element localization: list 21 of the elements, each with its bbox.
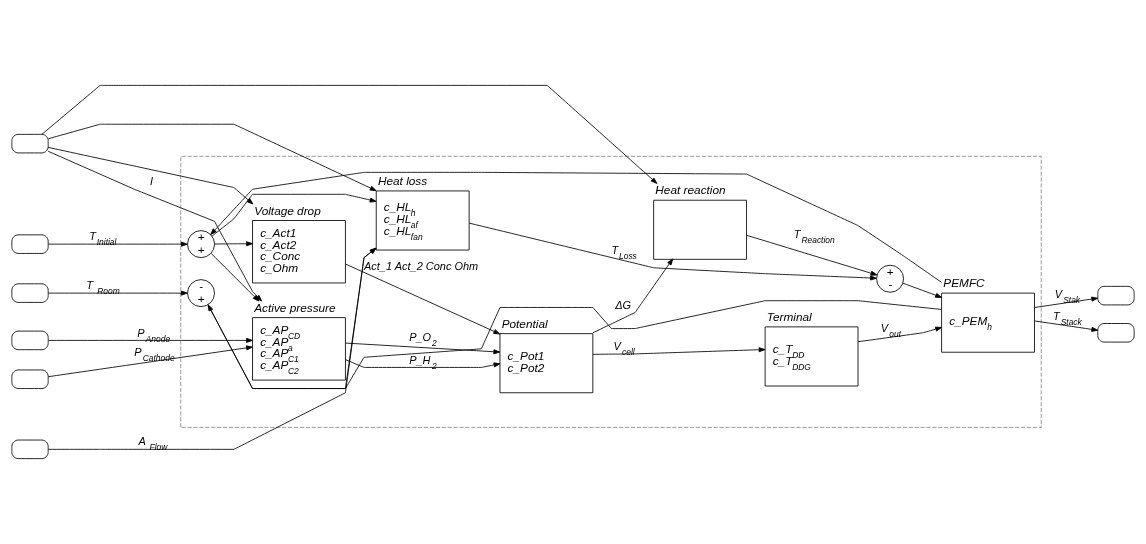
edge-label: V$_{cell}$	[613, 340, 635, 358]
edge-label: P_O$_{2}$	[409, 330, 437, 348]
node-label: Voltage drop	[254, 203, 321, 218]
edge-label: P_H$_{2}$	[409, 353, 437, 371]
edge-label: Act_1 Act_2 Conc Ohm	[364, 259, 479, 272]
edge-label: T$_{Stack}$	[1053, 310, 1082, 328]
node-label: PEMFC	[943, 276, 985, 291]
edge-label: V$_{Stak}$	[1054, 287, 1081, 305]
node-label: Heat loss	[377, 174, 428, 189]
edge-label: T$_{Loss}$	[611, 243, 637, 261]
node-label: Active pressure	[254, 300, 336, 315]
node-label: Potential	[501, 316, 548, 331]
edge-label: P$_{Cathode}$	[134, 345, 175, 363]
node-label: Heat reaction	[655, 183, 726, 198]
edge-label: T $_{Room}$	[86, 279, 120, 297]
node-label: Terminal	[766, 310, 812, 325]
edge-label: I	[149, 175, 153, 188]
edge-label: ΔG	[615, 298, 632, 311]
edge-label: T$_{Initial}$	[89, 230, 117, 248]
edge-label: T$_{Reaction}$	[793, 227, 835, 245]
edge-label: V$_{out}$	[880, 322, 901, 340]
